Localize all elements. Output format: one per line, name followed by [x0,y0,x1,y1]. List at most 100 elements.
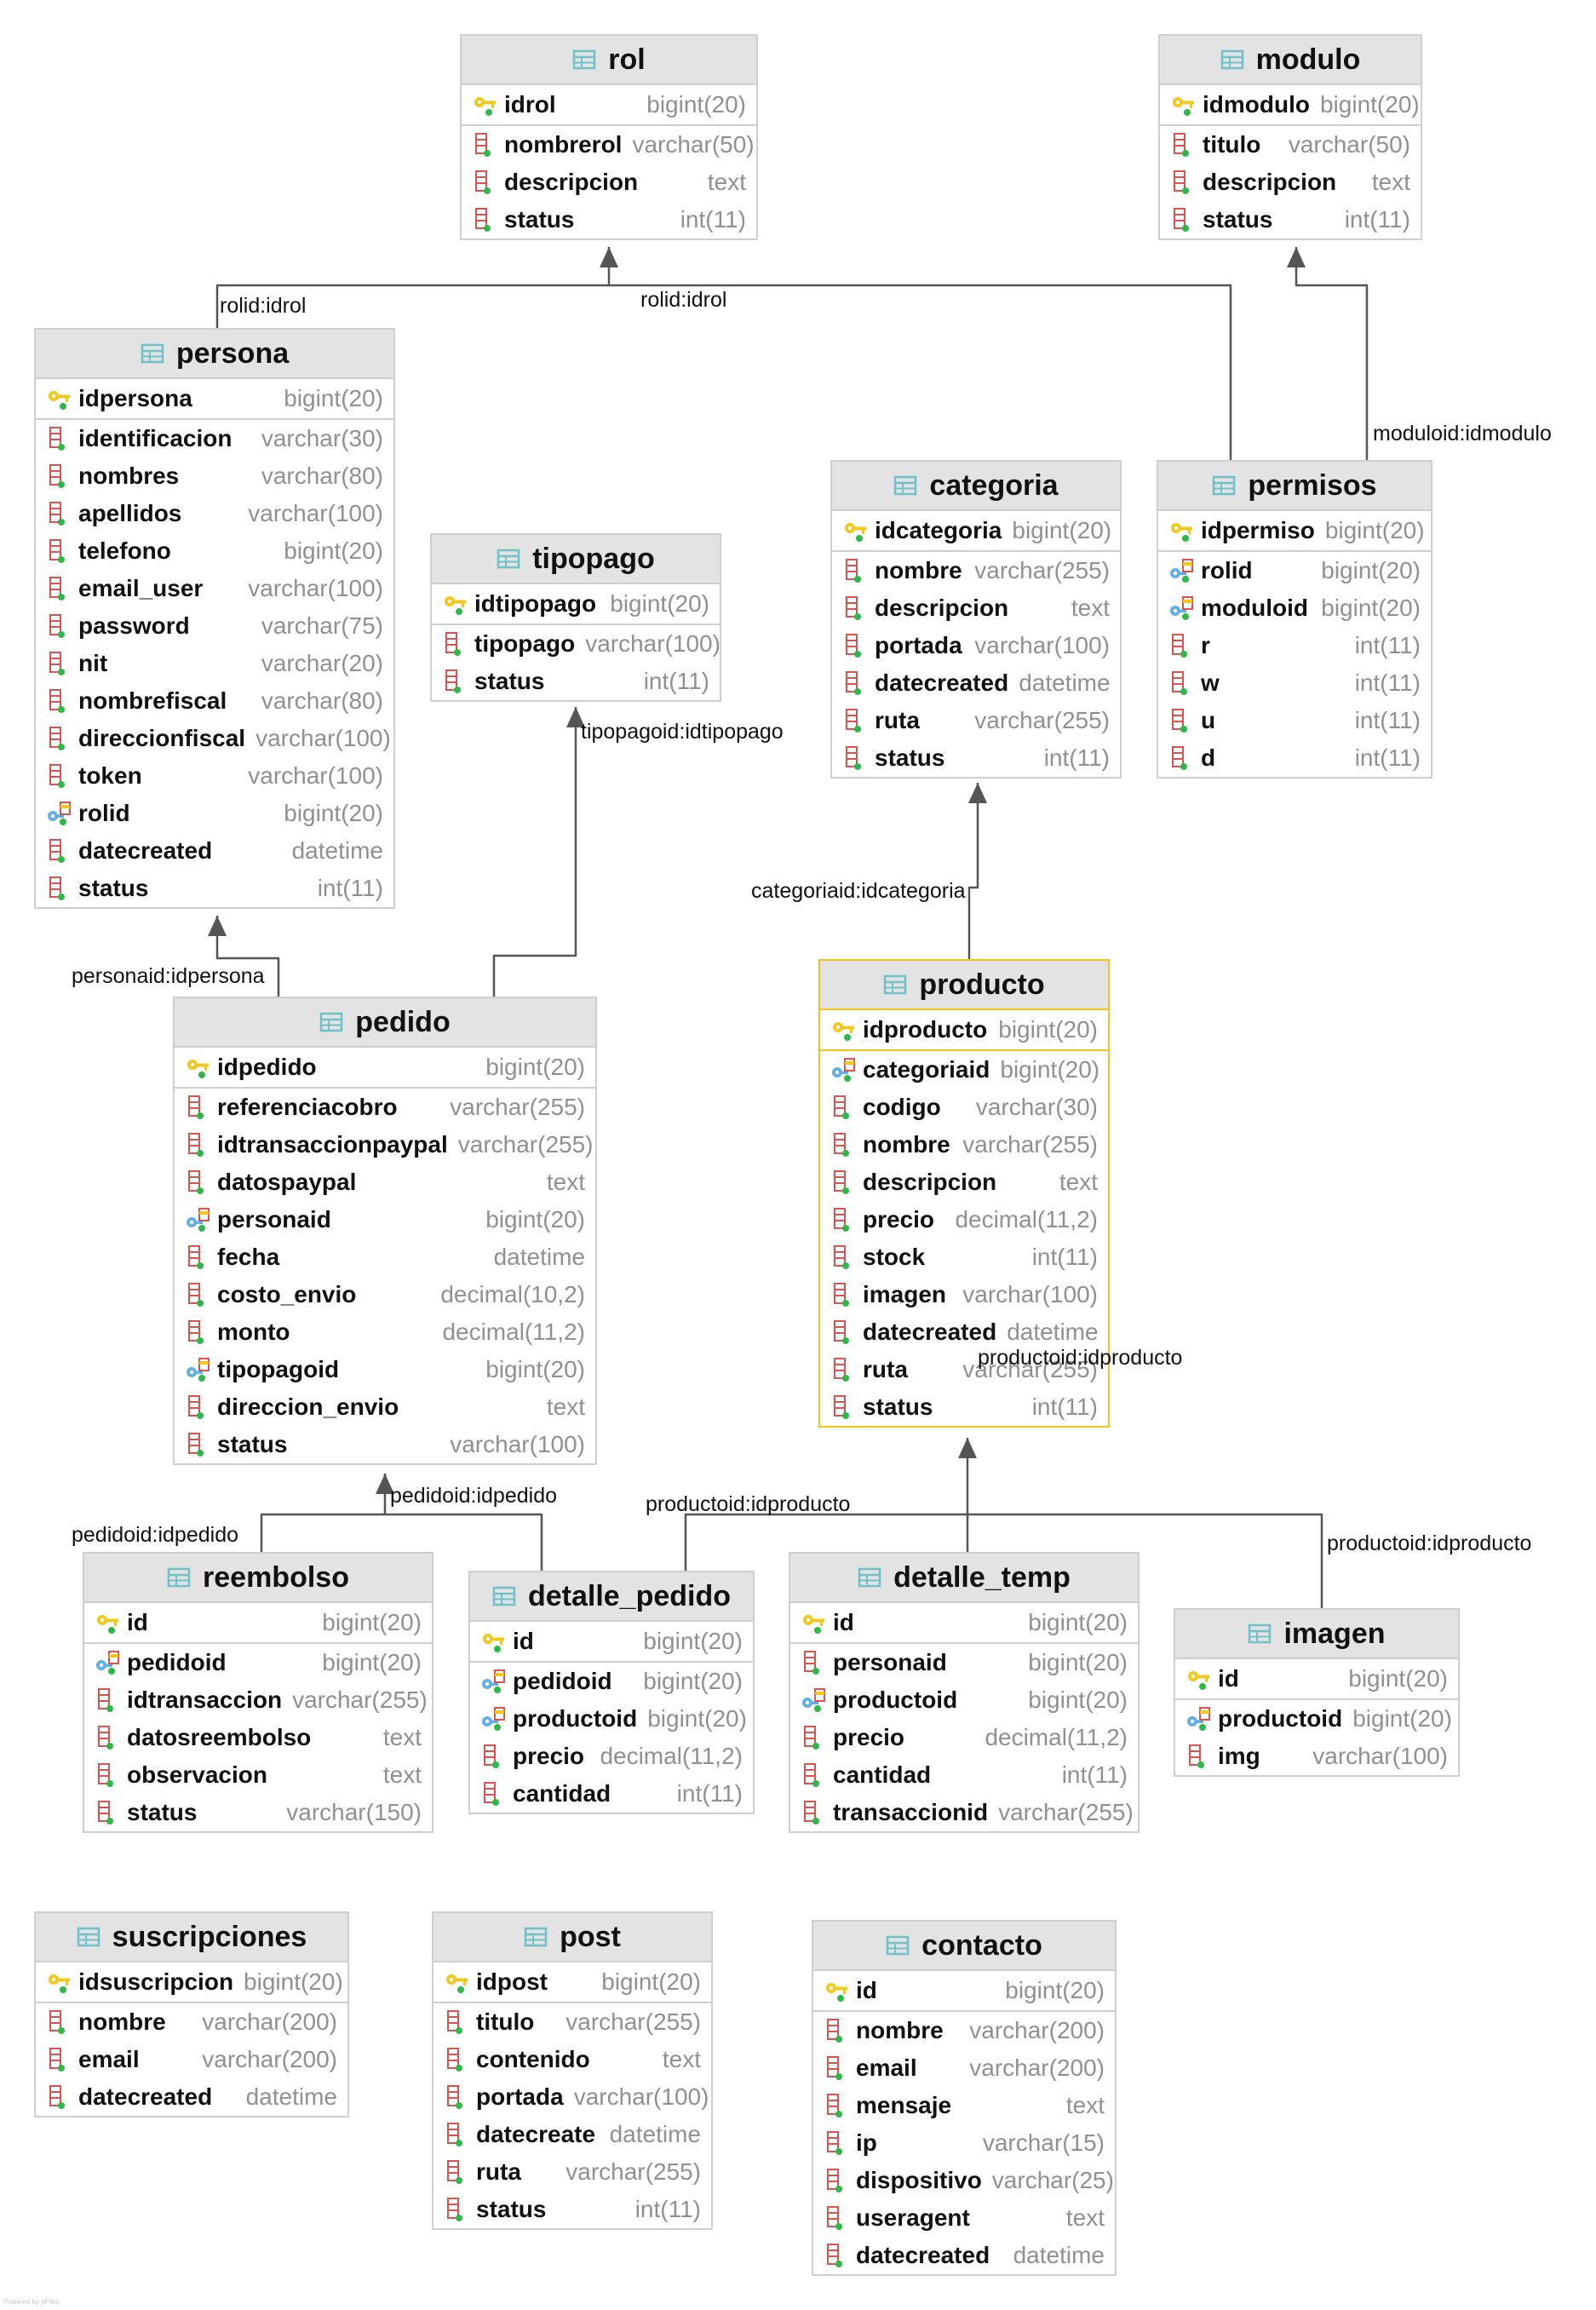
table-header[interactable]: pedido [175,998,595,1048]
table-header[interactable]: modulo [1160,36,1421,85]
table-header[interactable]: imagen [1175,1610,1458,1659]
relationship-line[interactable] [492,707,577,997]
table-header[interactable]: post [433,1913,711,1962]
table-header[interactable]: contacto [813,1922,1115,1971]
table-header[interactable]: producto [820,961,1108,1010]
table-header[interactable]: detalle_temp [790,1554,1138,1603]
relationship-line[interactable] [684,1438,969,1571]
table-header[interactable]: tipopago [432,535,720,584]
table-header[interactable]: permisos [1158,462,1431,511]
relationship-line[interactable] [215,916,280,997]
table-header[interactable]: detalle_pedido [470,1572,753,1622]
relationship-line[interactable] [1295,247,1369,460]
table-header[interactable]: categoria [832,462,1120,511]
relationship-line[interactable] [967,1513,1323,1608]
relationship-line[interactable] [967,783,979,959]
relationship-line[interactable] [385,1513,543,1571]
table-header[interactable]: persona [36,330,393,379]
